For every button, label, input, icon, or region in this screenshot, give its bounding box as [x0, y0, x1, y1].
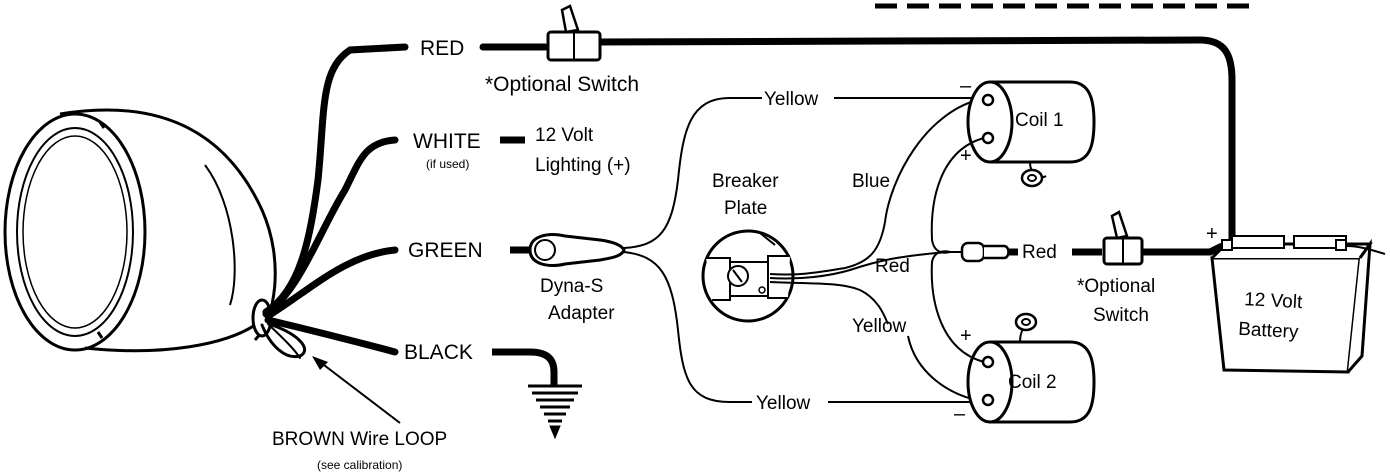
red-wire-label: RED [420, 37, 464, 60]
lighting-label-line1: 12 Volt [535, 125, 594, 146]
coil-1-minus: – [960, 75, 972, 97]
dyna-s-adapter-icon [528, 233, 626, 267]
brown-loop-arrow [312, 356, 401, 424]
coil-2-icon [966, 312, 1096, 424]
coil-1-plus: + [960, 145, 972, 167]
toggle-switch-right-icon [1102, 210, 1144, 266]
blue-label: Blue [852, 171, 890, 192]
optional-switch-right-line1: *Optional [1077, 276, 1155, 297]
bullet-connector-icon [950, 241, 1010, 263]
ground-icon [528, 384, 582, 440]
coil-1-label: Coil 1 [1015, 110, 1064, 131]
coil-2-label: Coil 2 [1008, 372, 1057, 393]
adapter-label-line2: Adapter [548, 303, 615, 324]
yellow-mid-label: Yellow [852, 316, 907, 337]
black-wire-label: BLACK [404, 341, 473, 364]
adapter-label-line1: Dyna-S [540, 276, 603, 297]
coil-1-icon [966, 80, 1096, 188]
breaker-plate-icon [701, 229, 795, 323]
toggle-switch-top-icon [546, 4, 602, 62]
red-wire [479, 36, 1236, 244]
optional-switch-top-label: *Optional Switch [485, 73, 639, 96]
lighting-label-line2: Lighting (+) [535, 155, 631, 176]
coil-2-minus: – [954, 403, 966, 425]
breaker-wires [769, 97, 986, 325]
brown-loop-note: (see calibration) [317, 458, 402, 472]
black-wire [492, 348, 558, 385]
battery-label-line2: Battery [1238, 319, 1300, 343]
white-wire-note: (if used) [426, 157, 469, 171]
battery-icon [1197, 235, 1386, 374]
yellow-bottom-label: Yellow [756, 393, 811, 414]
wire-bundle [260, 43, 409, 359]
yellow-wires [623, 96, 985, 404]
yellow-top-label: Yellow [764, 89, 819, 110]
battery-label-line1: 12 Volt [1244, 289, 1304, 313]
optional-switch-right-line2: Switch [1093, 305, 1149, 326]
white-wire-label: WHITE [413, 130, 481, 153]
coil-red-wires [930, 137, 985, 363]
tachometer-gauge [3, 108, 277, 353]
coil-2-plus: + [960, 325, 972, 347]
red-right-label: Red [1022, 242, 1057, 263]
brown-loop-label: BROWN Wire LOOP [272, 429, 447, 450]
red-mid-label: Red [875, 256, 910, 277]
breaker-label-line2: Plate [724, 198, 767, 219]
breaker-label-line1: Breaker [712, 171, 779, 192]
battery-plus: + [1206, 223, 1218, 245]
green-wire-label: GREEN [408, 239, 483, 262]
